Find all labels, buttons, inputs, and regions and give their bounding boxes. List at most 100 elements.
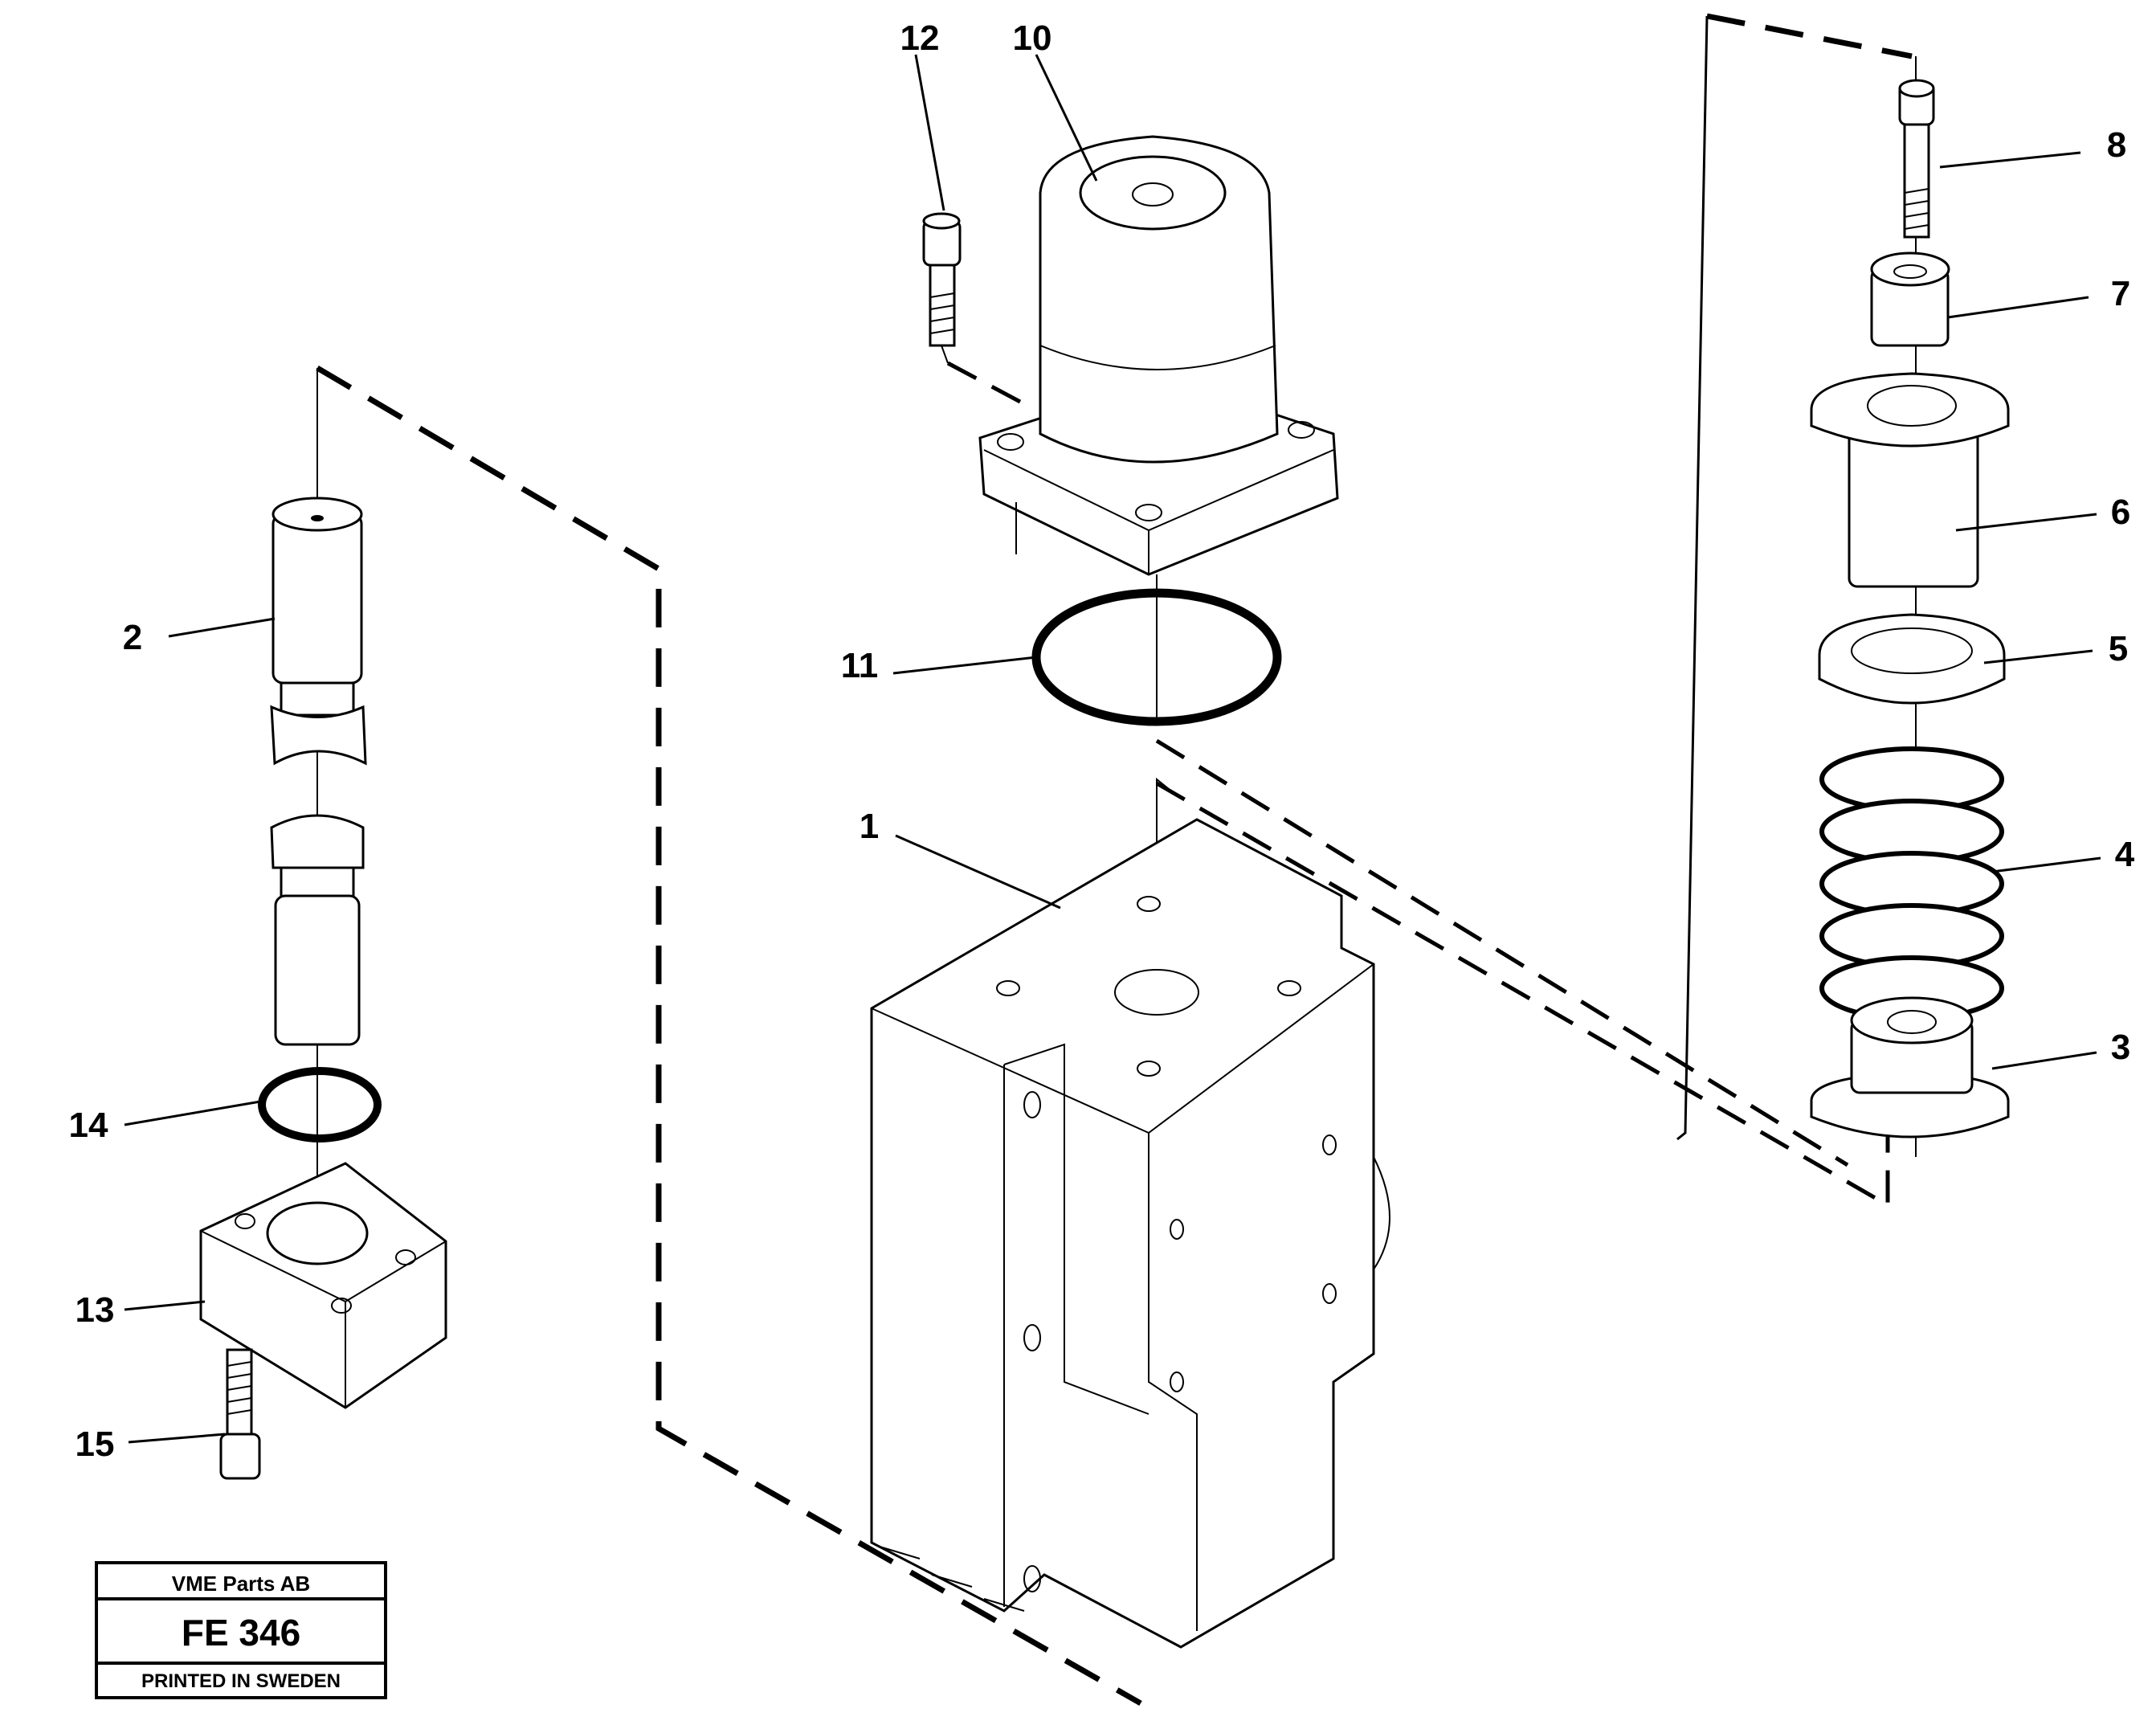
bushing-7-top (1870, 251, 1950, 287)
title-block: VME Parts AB FE 346 PRINTED IN SWEDEN (95, 1561, 387, 1699)
valve-body-side-hole-2 (1023, 1324, 1041, 1351)
assembly-line-right-mid (1155, 738, 1849, 1167)
valve-body-slots (879, 1546, 1025, 1612)
cover-block-13 (199, 1162, 447, 1409)
callout-5: 5 (2109, 629, 2128, 668)
valve-body-hole-4 (1137, 1061, 1161, 1077)
callout-13: 13 (76, 1290, 115, 1330)
callout-3: 3 (2111, 1028, 2130, 1067)
callout-1: 1 (860, 807, 879, 846)
valve-body-hole-3 (1277, 980, 1301, 996)
valve-body-side-step (1003, 1043, 1149, 1607)
seat-3-hole (1887, 1010, 1937, 1034)
leader-11 (892, 656, 1037, 675)
leader-4 (1991, 856, 2101, 873)
leader-12 (914, 54, 945, 211)
screw-12-head-top (922, 212, 961, 230)
valve-body-1 (870, 818, 1375, 1649)
spool-neck (280, 681, 355, 717)
callout-7: 7 (2111, 274, 2130, 313)
title-block-note: PRINTED IN SWEDEN (141, 1670, 341, 1692)
valve-body-hole-2 (996, 980, 1020, 996)
callout-12: 12 (900, 18, 940, 58)
spool-hole (311, 515, 324, 521)
screw-15-head (219, 1433, 261, 1480)
cap-10-flange-edges (983, 449, 1334, 574)
valve-body-right-hole-3 (1322, 1283, 1337, 1304)
valve-body-hole-1 (1137, 896, 1161, 912)
cap-10-dome-band (1039, 345, 1276, 370)
title-block-frame (95, 1561, 387, 1699)
leader-5 (1983, 649, 2093, 664)
screw-12-axis (941, 345, 949, 364)
cap-10-top (1079, 155, 1227, 231)
callout-10: 10 (1013, 18, 1052, 58)
callout-numbers: 12 10 11 1 2 14 13 15 8 7 6 5 4 3 (69, 18, 2135, 1464)
seat-3-top (1850, 996, 1974, 1044)
valve-body-right-hole-4 (1170, 1371, 1184, 1392)
left-valve-stack (199, 368, 447, 1480)
assembly-line-top-right (1706, 13, 1913, 59)
callout-14: 14 (69, 1106, 108, 1145)
assembly-line-right-vertical (1676, 15, 1709, 1141)
leader-8 (1939, 151, 2081, 169)
screw-8-head-top (1898, 79, 1935, 98)
leader-13 (124, 1300, 206, 1311)
leader-15 (128, 1433, 226, 1444)
callout-11: 11 (841, 646, 879, 685)
central-axis-corner (1156, 777, 1178, 796)
sleeve-6-flange (1810, 372, 2010, 448)
screw-15-thread (227, 1361, 252, 1415)
spool-break-lower (270, 814, 365, 869)
spool-upper (272, 513, 363, 685)
callout-15: 15 (76, 1425, 115, 1464)
leader-10 (1035, 54, 1098, 182)
sleeve-6-hole (1867, 385, 1957, 427)
valve-body-side-hole-3 (1023, 1565, 1041, 1592)
screw-12-thread (929, 292, 955, 334)
callout-4: 4 (2115, 835, 2135, 874)
leader-3 (1991, 1051, 2097, 1070)
screw-8-thread (1904, 188, 1929, 230)
cap-10-hole-1 (997, 433, 1024, 451)
assembly-line-left (316, 365, 1142, 1707)
valve-body-side-hole-1 (1023, 1091, 1041, 1118)
leader-1 (895, 834, 1061, 910)
title-block-code: FE 346 (182, 1612, 300, 1653)
title-block-company: VME Parts AB (172, 1572, 310, 1596)
cover-block-hole-1 (235, 1213, 255, 1229)
valve-body-boss (1373, 1156, 1390, 1270)
valve-body-edges (871, 963, 1374, 1631)
valve-body-bore (1114, 969, 1199, 1016)
callout-2: 2 (123, 618, 142, 657)
leader-6 (1955, 513, 2097, 532)
cover-block-hole-3 (395, 1249, 416, 1265)
assembly-line-screw-12 (946, 361, 1022, 404)
callout-8: 8 (2107, 125, 2126, 165)
o-ring-14 (258, 1067, 382, 1143)
cap-10-hole-3 (1288, 421, 1315, 439)
right-stack (1810, 56, 2010, 1157)
spool-break-upper (270, 705, 367, 766)
washer-5-hole (1851, 627, 1973, 674)
cap-10-top-hole (1132, 182, 1174, 206)
cover-block-edges (200, 1230, 447, 1408)
leader-14 (124, 1099, 266, 1126)
valve-body-right-hole-2 (1170, 1219, 1184, 1240)
valve-body-right-hole-1 (1322, 1134, 1337, 1155)
callout-6: 6 (2111, 493, 2130, 532)
spool-lower (274, 894, 361, 1046)
bushing-7-hole (1893, 264, 1927, 279)
central-stack (870, 135, 1390, 1649)
leader-lines (124, 54, 2101, 1444)
cover-block-bore (266, 1201, 369, 1265)
cap-10-hole-2 (1135, 504, 1162, 521)
screw-8-shank (1903, 123, 1930, 239)
leader-7 (1947, 296, 2089, 319)
spring-4 (1819, 746, 2004, 1021)
cover-block-hole-2 (331, 1298, 352, 1314)
leader-2 (168, 617, 276, 638)
spool-upper-top (272, 497, 363, 532)
